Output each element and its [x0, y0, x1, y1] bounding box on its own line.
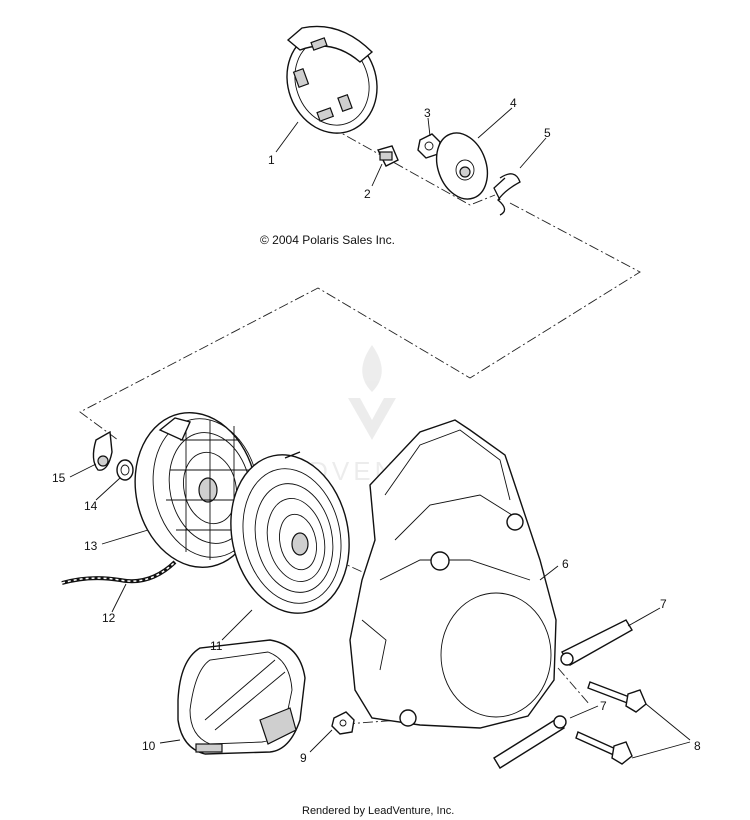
callout-14: 14 [84, 499, 98, 513]
part-7-bracket-upper [560, 619, 633, 666]
callout-7-upper: 7 [660, 597, 667, 611]
part-10-handle [177, 639, 306, 755]
part-2-bolt [376, 145, 399, 167]
callout-11: 11 [210, 639, 223, 653]
copyright-text: © 2004 Polaris Sales Inc. [260, 233, 395, 247]
callout-4: 4 [510, 96, 517, 110]
callout-9: 9 [300, 751, 307, 765]
part-13-rope-reel [134, 411, 260, 569]
callout-6: 6 [562, 557, 569, 571]
callout-2: 2 [364, 187, 371, 201]
callout-13: 13 [84, 539, 98, 553]
callout-8: 8 [694, 739, 701, 753]
part-9-nut [331, 711, 355, 735]
part-6-housing [349, 419, 557, 729]
part-14-washer [116, 459, 134, 481]
part-1-starter-cup [286, 25, 378, 134]
callouts: 1 2 3 4 5 6 7 7 8 9 10 11 12 13 14 15 [52, 96, 701, 765]
callout-7-lower: 7 [600, 699, 607, 713]
part-12-rope [61, 560, 177, 585]
callout-5: 5 [544, 126, 551, 140]
callout-1: 1 [268, 153, 275, 167]
callout-10: 10 [142, 739, 156, 753]
callout-15: 15 [52, 471, 66, 485]
callout-3: 3 [424, 106, 431, 120]
leader-lines [69, 107, 691, 759]
part-5-clip [493, 173, 521, 216]
part-4-plate [435, 132, 489, 200]
part-11-recoil-spring [230, 451, 350, 614]
footer-text: Rendered by LeadVenture, Inc. [302, 805, 454, 817]
callout-12: 12 [102, 611, 116, 625]
part-8-bolts [575, 681, 647, 765]
part-7-bracket-lower [493, 715, 567, 769]
part-15-pawl [92, 430, 113, 471]
